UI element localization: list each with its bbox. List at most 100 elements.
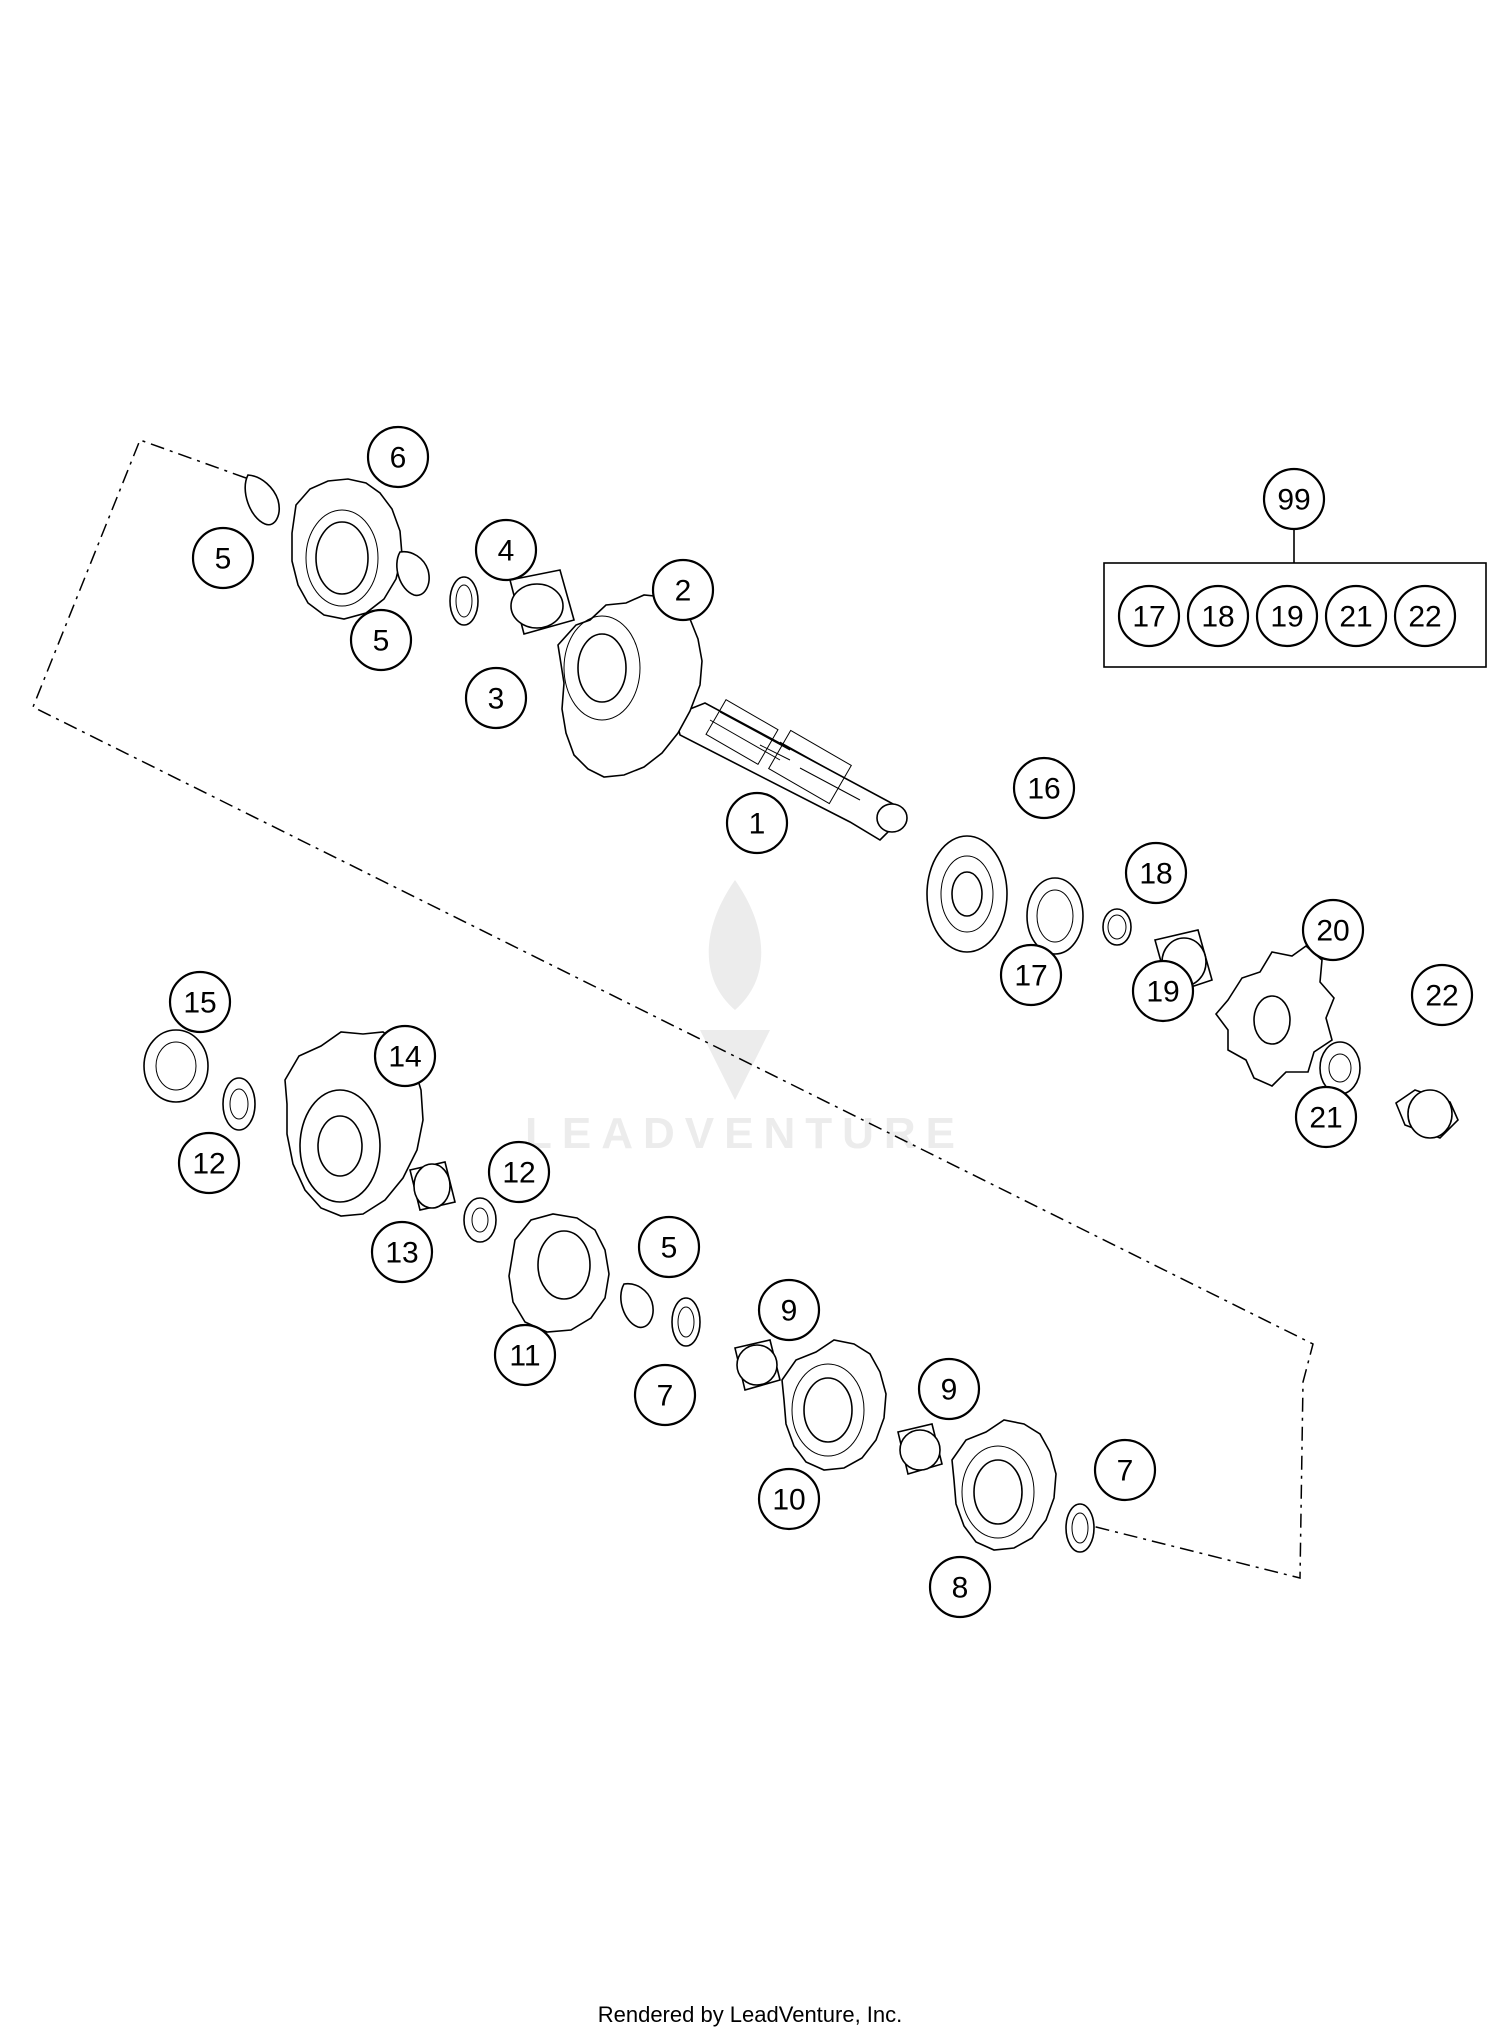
callout-9: 9 <box>917 1357 981 1421</box>
gear-part-2 <box>557 594 703 778</box>
callout-6: 6 <box>366 425 430 489</box>
callout-number: 18 <box>1201 601 1234 634</box>
callout-number: 1 <box>749 808 766 841</box>
callout-20: 20 <box>1301 898 1365 962</box>
bushing-part-9-right <box>897 1423 943 1476</box>
callout-circle <box>1186 584 1250 648</box>
circlip-part-5-lower <box>620 1282 654 1329</box>
callout-circle <box>1410 963 1474 1027</box>
callout-circle <box>1301 898 1365 962</box>
callout-circle <box>464 666 528 730</box>
callout-number: 18 <box>1139 858 1172 891</box>
callout-number: 20 <box>1316 915 1349 948</box>
callout-circle <box>1262 467 1326 531</box>
bearing-part-15 <box>143 1029 209 1103</box>
callout-circle <box>370 1220 434 1284</box>
callout-circle <box>637 1215 701 1279</box>
callout-circle <box>168 970 232 1034</box>
callout-11: 11 <box>493 1323 557 1387</box>
callout-2: 2 <box>651 558 715 622</box>
callout-number: 5 <box>373 625 390 658</box>
callout-circle <box>191 526 255 590</box>
callout-number: 19 <box>1146 976 1179 1009</box>
callout-circle <box>474 518 538 582</box>
callout-99: 99 <box>1262 467 1326 531</box>
kit-item-callout-21: 21 <box>1324 584 1388 648</box>
callout-circle <box>757 1278 821 1342</box>
callout-number: 8 <box>952 1572 969 1605</box>
washer-part-7-right <box>1065 1503 1095 1553</box>
circlip-part-5-mid <box>396 550 430 597</box>
callout-5: 5 <box>349 608 413 672</box>
shaft-part-1 <box>674 698 908 842</box>
callout-number: 22 <box>1425 980 1458 1013</box>
callout-16: 16 <box>1012 756 1076 820</box>
callout-number: 99 <box>1277 484 1310 517</box>
callout-circle <box>651 558 715 622</box>
callout-9: 9 <box>757 1278 821 1342</box>
sprocket-part-20 <box>1214 944 1335 1087</box>
callout-circle <box>633 1363 697 1427</box>
callout-layer: 1234556161718192021221514121312115791098… <box>168 425 1474 1619</box>
callout-circle <box>725 791 789 855</box>
callout-22: 22 <box>1410 963 1474 1027</box>
bushing-part-9-left <box>734 1339 781 1391</box>
callout-number: 15 <box>183 987 216 1020</box>
callout-circle <box>1393 584 1457 648</box>
flame-logo-icon <box>700 880 770 1100</box>
callout-13: 13 <box>370 1220 434 1284</box>
callout-5: 5 <box>637 1215 701 1279</box>
callout-number: 21 <box>1339 601 1372 634</box>
callout-circle <box>757 1467 821 1531</box>
gear-part-6 <box>291 478 403 620</box>
callout-number: 4 <box>498 535 515 568</box>
callout-circle <box>1255 584 1319 648</box>
callout-circle <box>366 425 430 489</box>
callout-circle <box>1124 841 1188 905</box>
callout-1: 1 <box>725 791 789 855</box>
callout-8: 8 <box>928 1555 992 1619</box>
callout-7: 7 <box>1093 1438 1157 1502</box>
watermark-text: LEADVENTURE <box>525 1109 965 1158</box>
callout-19: 19 <box>1131 959 1195 1023</box>
callout-circle <box>1294 1085 1358 1149</box>
needle-bearing-part-13 <box>409 1161 456 1211</box>
circlip-part-5-top <box>244 474 280 526</box>
callout-number: 10 <box>772 1484 805 1517</box>
callout-21: 21 <box>1294 1085 1358 1149</box>
callout-number: 9 <box>781 1295 798 1328</box>
callout-circle <box>1012 756 1076 820</box>
callout-number: 3 <box>488 683 505 716</box>
callout-12: 12 <box>177 1131 241 1195</box>
gear-part-11 <box>508 1213 610 1333</box>
washer-part-12-left <box>222 1077 256 1131</box>
callout-circle <box>493 1323 557 1387</box>
callout-number: 22 <box>1408 601 1441 634</box>
seal-part-17 <box>1026 877 1084 955</box>
callout-4: 4 <box>474 518 538 582</box>
callout-circle <box>1131 959 1195 1023</box>
callout-circle <box>1117 584 1181 648</box>
callout-number: 17 <box>1132 601 1165 634</box>
bushing-part-3 <box>509 569 575 635</box>
gear-part-14 <box>284 1031 424 1217</box>
bolt-part-22 <box>1395 1089 1459 1139</box>
callout-number: 7 <box>657 1380 674 1413</box>
callout-circle <box>1324 584 1388 648</box>
o-ring-part-18 <box>1102 908 1132 946</box>
callout-circle <box>177 1131 241 1195</box>
callout-circle <box>373 1024 437 1088</box>
callout-number: 11 <box>509 1340 540 1373</box>
callout-number: 12 <box>192 1148 225 1181</box>
callout-18: 18 <box>1124 841 1188 905</box>
assembly-dash-line <box>32 439 1314 1579</box>
callout-number: 12 <box>502 1157 535 1190</box>
callout-12: 12 <box>487 1140 551 1204</box>
kit-box <box>1103 562 1487 668</box>
callout-7: 7 <box>633 1363 697 1427</box>
kit-item-callout-18: 18 <box>1186 584 1250 648</box>
callout-17: 17 <box>999 943 1063 1007</box>
callout-circle <box>349 608 413 672</box>
